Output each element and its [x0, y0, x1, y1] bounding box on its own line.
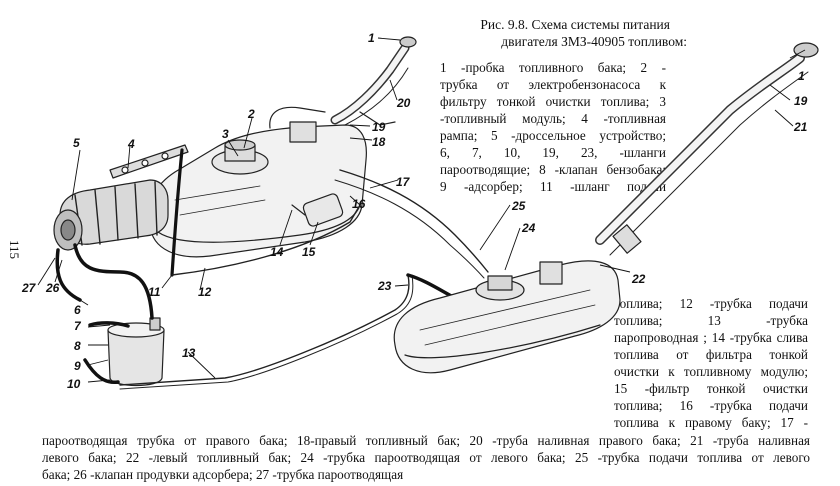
- legend-line: фильтру тонкой очистки топлива; 3: [440, 94, 666, 109]
- legend-line: топлива от фильтра тонкой: [614, 347, 808, 362]
- callout-number: 26: [45, 281, 60, 295]
- legend-line: очистки к топливному модулю;: [614, 364, 808, 379]
- callout-number: 17: [396, 175, 411, 189]
- callout-number: 13: [182, 346, 196, 360]
- legend-line: левого бака; 22 -левый топливный бак; 24…: [42, 450, 810, 465]
- callout-number: 9: [74, 359, 81, 373]
- callout-number: 2: [247, 107, 255, 121]
- adsorber: [107, 317, 165, 387]
- fuel-transfer-tube: [334, 179, 485, 279]
- callout-number: 10: [67, 377, 81, 391]
- vapor-hose: [55, 248, 82, 302]
- fuel-supply-tube: [171, 204, 361, 276]
- callout-number: 21: [793, 120, 808, 134]
- legend-line: бака; 26 -клапан продувки адсорбера; 27 …: [42, 467, 404, 482]
- right-fuel-tank: [149, 106, 367, 258]
- legend-line: 9 -адсорбер; 11 -шланг подачи: [440, 179, 666, 194]
- legend-line: пароотводящая трубка от правого бака; 18…: [42, 433, 810, 448]
- throttle-body: [53, 179, 169, 251]
- callout-number: 6: [74, 303, 81, 317]
- legend-line: топлива; 13 -трубка: [614, 313, 808, 328]
- legend-line: 15 -фильтр тонкой очистки: [614, 381, 808, 396]
- callout-number: 7: [74, 319, 82, 333]
- callout-number: 5: [73, 136, 80, 150]
- callout-number: 16: [352, 197, 366, 211]
- legend-line: топлива к правому баку; 17 -: [614, 415, 808, 430]
- legend-line: 6, 7, 10, 19, 23, -шланги: [440, 145, 666, 160]
- vapor-tube: [119, 274, 414, 390]
- callout-number: 3: [222, 127, 229, 141]
- figure-caption-line-2: двигателя ЗМЗ-40905 топливом:: [501, 34, 687, 49]
- fuel-hose: [170, 148, 184, 277]
- legend-line: топлива; 12 -трубка подачи: [614, 296, 808, 311]
- vapor-hose: [83, 358, 120, 385]
- callout-number: 19: [794, 94, 808, 108]
- callout-number: 8: [74, 339, 81, 353]
- fine-fuel-filter: [291, 193, 344, 227]
- callout-number: 23: [377, 279, 392, 293]
- callout-number: 20: [396, 96, 411, 110]
- callout-number: 24: [521, 221, 536, 235]
- legend-line: паропроводная ; 14 -трубка слива: [614, 330, 808, 345]
- legend-line: трубка от электробензонасоса к: [440, 77, 666, 92]
- legend-line: 1 -пробка топливного бака; 2 -: [440, 60, 666, 75]
- vapor-hose: [73, 243, 154, 320]
- callout-number: 1: [368, 31, 375, 45]
- legend-line: рампа; 5 -дроссельное устройство;: [440, 128, 666, 143]
- callout-number: 11: [148, 285, 161, 299]
- legend-line: -топливный модуль; 4 -топливная: [440, 111, 666, 126]
- callout-number: 1: [798, 69, 805, 83]
- callout-number: 27: [21, 281, 37, 295]
- callout-number: 25: [511, 199, 526, 213]
- left-fuel-tank: [393, 260, 621, 374]
- callout-number: 4: [127, 137, 135, 151]
- fuel-rail: [109, 144, 189, 179]
- legend-line: топлива; 16 -трубка подачи: [614, 398, 808, 413]
- callout-number: 19: [372, 120, 386, 134]
- fuel-transfer-tube: [339, 169, 489, 273]
- callout-number: 18: [372, 135, 386, 149]
- vapor-hose: [88, 321, 130, 328]
- callout-number: 12: [198, 285, 212, 299]
- callout-number: 15: [302, 245, 316, 259]
- right-filler-pipe: [330, 36, 417, 126]
- callout-number: 14: [270, 245, 284, 259]
- vapor-tube: [119, 274, 410, 386]
- legend-line: пароотводящие; 8 -клапан бензобака;: [440, 162, 666, 177]
- callout-number: 22: [631, 272, 646, 286]
- left-filler-pipe: [595, 42, 819, 256]
- figure-caption-line-1: Рис. 9.8. Схема системы питания: [480, 17, 670, 32]
